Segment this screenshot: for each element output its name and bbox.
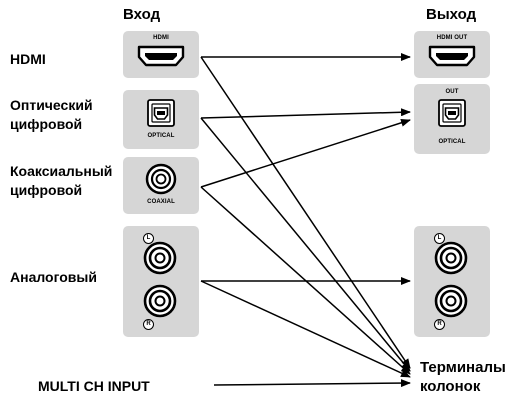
hdmi-port-icon <box>137 45 185 67</box>
optical-out-port-icon <box>438 99 466 127</box>
rca-right-jack-icon <box>143 284 177 318</box>
arrow-hdmi-to-speakers <box>200 56 411 369</box>
analog-output-left-marker: L <box>434 233 445 244</box>
speaker-terminals-line1: Терминалы <box>420 359 506 376</box>
row-label-analog: Аналоговый <box>10 269 97 285</box>
analog-output-right-marker: R <box>434 319 445 330</box>
analog-input-right-marker: R <box>143 319 154 330</box>
arrow-optical-to-optical-out <box>200 108 411 119</box>
hdmi-output-panel: HDMI OUT <box>414 31 490 78</box>
coaxial-input-panel: COAXIAL <box>123 157 199 214</box>
rca-out-left-jack-icon <box>434 241 468 275</box>
analog-input-left-marker: L <box>143 233 154 244</box>
optical-output-top-label: OUT <box>445 89 459 95</box>
row-label-hdmi: HDMI <box>10 51 46 67</box>
coaxial-input-label: COAXIAL <box>147 199 175 205</box>
arrow-optical-to-speakers <box>200 117 411 372</box>
rca-left-jack-icon <box>143 241 177 275</box>
row-label-coaxial-line1: Коаксиальный <box>10 163 113 179</box>
analog-output-panel: L R <box>414 226 490 337</box>
coaxial-jack-icon <box>145 163 177 195</box>
optical-input-label: OPTICAL <box>147 133 175 139</box>
speaker-terminals-line2: колонок <box>420 378 481 395</box>
hdmi-input-panel: HDMI <box>123 31 199 78</box>
row-label-optical-line1: Оптический <box>10 97 93 113</box>
optical-output-panel: OUT OPTICAL <box>414 84 490 154</box>
optical-output-bottom-label: OPTICAL <box>438 139 466 145</box>
row-label-coaxial-line2: цифровой <box>10 182 83 198</box>
arrow-analog-to-speakers <box>200 280 411 378</box>
rca-out-right-jack-icon <box>434 284 468 318</box>
optical-port-icon <box>147 99 175 127</box>
arrow-coaxial-to-optical-out <box>200 118 411 188</box>
optical-input-panel: OPTICAL <box>123 90 199 149</box>
input-column-header: Вход <box>123 6 161 23</box>
arrow-multi-ch-to-speakers <box>213 379 411 388</box>
row-label-multi-ch-input: MULTI CH INPUT <box>38 378 150 394</box>
hdmi-out-port-icon <box>428 45 476 67</box>
hdmi-output-label: HDMI OUT <box>436 35 468 41</box>
row-label-optical-line2: цифровой <box>10 116 83 132</box>
analog-input-panel: L R <box>123 226 199 337</box>
output-column-header: Выход <box>426 6 477 23</box>
hdmi-input-label: HDMI <box>153 35 169 41</box>
